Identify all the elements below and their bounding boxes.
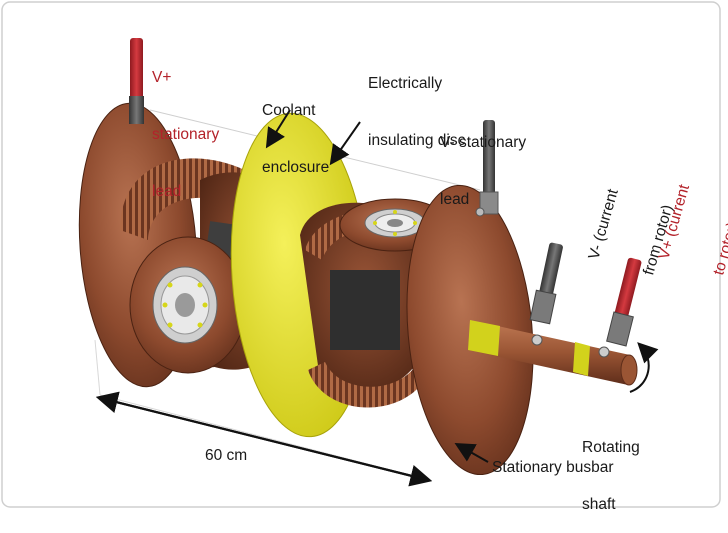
coolant-label-line-1: Coolant — [262, 102, 316, 119]
v-minus-label-line-2: lead — [440, 191, 470, 208]
coolant-enclosure-label: Coolant enclosure — [262, 63, 329, 196]
v-plus-stationary-lead-rod — [130, 38, 143, 100]
diagram-canvas — [1, 1, 721, 508]
insulating-disc-label: Electrically insulating disc — [368, 36, 465, 169]
coolant-label-line-2: enclosure — [262, 159, 330, 176]
from-rotor-line-1: V- (current — [585, 187, 622, 262]
v-minus-rotor-lead-rod — [538, 242, 563, 299]
v-plus-stationary-lead-label: V+ stationary lead — [152, 30, 219, 220]
stationary-busbar-label: Stationary busbar — [492, 459, 614, 476]
insulating-label-line-2: insulating disc — [368, 132, 466, 149]
insulating-label-line-1: Electrically — [368, 75, 443, 92]
v-minus-stationary-lead-label: V- stationary lead — [440, 95, 526, 228]
rotating-shaft — [468, 320, 638, 386]
insulating-disc-arrow — [329, 121, 361, 166]
rotating-shaft-label: Rotating shaft — [582, 400, 640, 533]
to-rotor-line-1: V+ (current — [655, 182, 694, 262]
coolant-enclosure-arrow — [265, 109, 291, 149]
v-plus-label-line-3: lead — [152, 183, 182, 200]
v-minus-stationary-lead-rod — [483, 120, 495, 198]
v-plus-label-line-1: V+ — [152, 69, 172, 86]
length-dimension-label: 60 cm — [205, 447, 248, 464]
rotation-arrow — [629, 342, 659, 393]
shaft-label-line-1: Rotating — [582, 439, 640, 456]
right-coil-spring-bottom — [308, 362, 430, 408]
v-plus-rotor-lead-rod — [614, 257, 642, 319]
shaft-label-line-2: shaft — [582, 496, 616, 513]
to-rotor-line-2: to rotor) — [710, 220, 728, 278]
stationary-busbar-arrow — [454, 443, 489, 463]
v-minus-label-line-1: V- stationary — [440, 134, 527, 151]
v-plus-label-line-2: stationary — [152, 126, 220, 143]
